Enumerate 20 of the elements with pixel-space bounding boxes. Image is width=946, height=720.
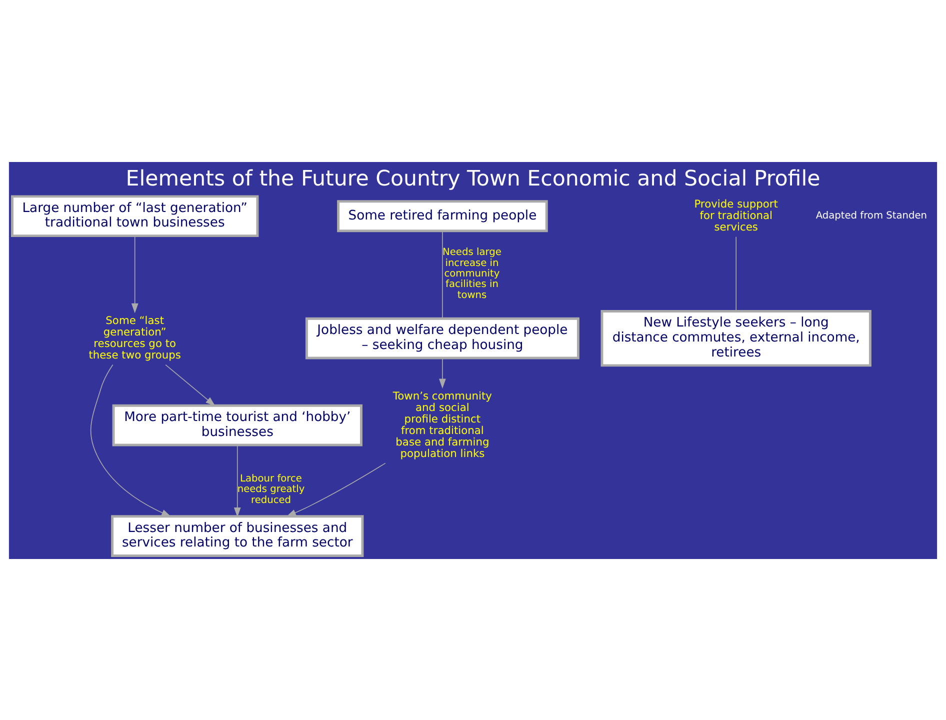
node-box: Large number of “last generation” traditional town businesses [11, 194, 259, 237]
connector [442, 230, 443, 319]
node-box: Some retired farming people [337, 200, 548, 232]
arrow [286, 462, 386, 516]
edge-label: Needs large increase in community facilities in towns [442, 246, 502, 300]
node-text: Provide support for traditional services [694, 196, 778, 233]
node-box: Jobless and welfare dependent people – seeking cheap housing [305, 316, 580, 359]
node-text: Some “last generation” resources go to these two groups [88, 313, 181, 361]
arrow [90, 364, 172, 516]
node-box: Lesser number of businesses and services relating to the farm sector [111, 514, 364, 556]
label: Adapted from Standen [816, 210, 928, 222]
arrow [234, 444, 241, 517]
node-box: More part-time tourist and ‘hobby’ businesses [112, 404, 362, 446]
diagram-title: Elements of the Future Country Town Economic and Social Profile [126, 166, 820, 192]
arrow [131, 235, 138, 313]
arrow [439, 357, 446, 388]
edge-label: Labour force needs greatly reduced [237, 473, 305, 506]
node-text: Town’s community and social profile distinct from traditional base and farming population links [392, 388, 492, 460]
node-box: New Lifestyle seekers – long distance commutes, external income, retirees [600, 310, 872, 366]
arrow [165, 364, 216, 406]
